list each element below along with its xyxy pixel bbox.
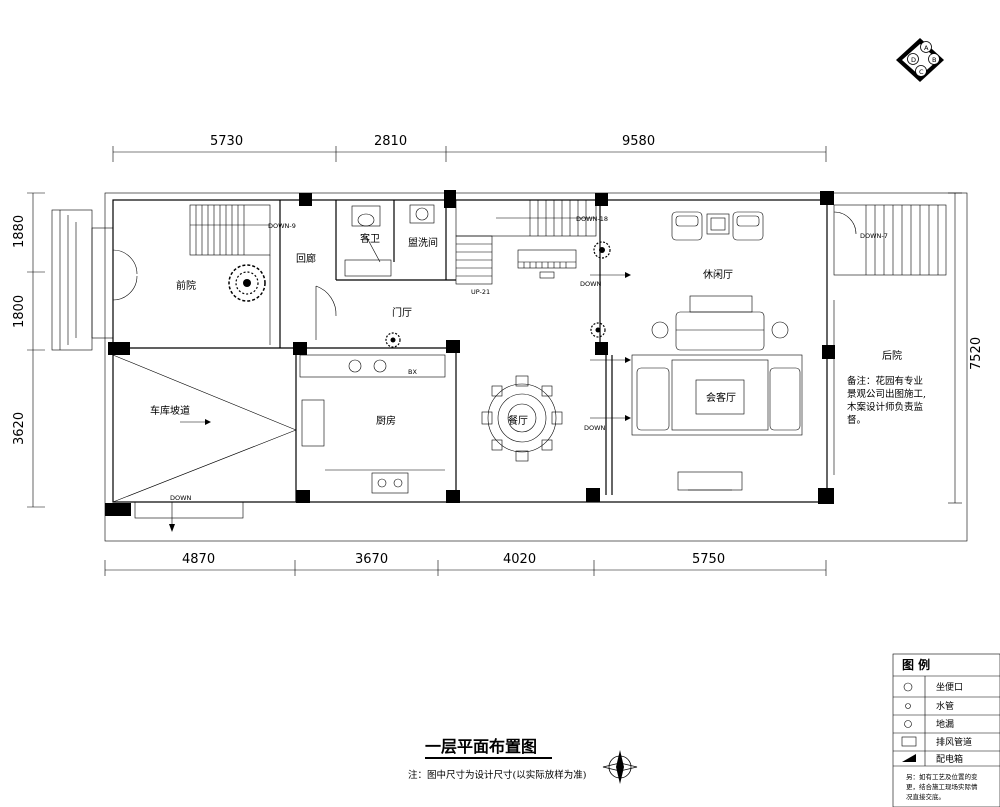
stair-label-down-c: DOWN [170,494,192,502]
legend-item-3: 地漏 [936,718,954,730]
stair-label-down9: DOWN-9 [268,222,296,230]
door-swing-corridor [315,285,337,340]
dim-left-3: 3620 [12,412,27,445]
stair-label-down7: DOWN-7 [860,232,888,240]
remark-line-3: 木案设计师负责监 [847,401,924,413]
drawing-footnote: 注：图中尺寸为设计尺寸(以实际放样为准) [408,769,586,781]
room-guest-wc: 客卫 [360,232,380,245]
plant-icon [385,241,611,348]
legend-drain-icon [904,720,912,728]
piano-icon [517,249,577,279]
dining-table [481,375,563,462]
legend-box: 图 例 坐便口 水管 地漏 排风管道 配电箱 另：如有工艺及位置的变 更，结合施… [892,653,1000,807]
legend-item-4: 排风管道 [936,736,972,748]
room-back-yard: 后院 [882,349,902,362]
legend-panel-icon [902,754,916,762]
north-arrow-icon [602,750,638,784]
legend-note-3: 况直接交底。 [906,792,945,801]
room-wash-room: 盥洗间 [408,236,438,249]
dim-right-1: 7520 [969,337,984,370]
compass-badge: A D B C [896,38,944,82]
legend-pipe-icon [905,703,911,709]
structural-columns [105,190,835,516]
room-dining: 餐厅 [508,414,528,427]
front-entry-steps [51,209,138,351]
room-corridor: 回廊 [296,252,316,265]
legend-toilet-icon [903,682,913,692]
legend-note-1: 另：如有工艺及位置的变 [906,772,978,781]
remark-line-1: 备注：花园有专业 [847,375,923,387]
dimension-top: 5730 2810 9580 [112,134,827,162]
dim-top-1: 5730 [210,134,243,149]
badge-letter-d: D [911,56,916,64]
dim-bottom-3: 4020 [503,552,536,567]
guest-wc-fixtures [344,204,435,277]
legend-vent-icon [901,736,917,747]
stair-label-down-b: DOWN [584,424,606,432]
remark-line-4: 督。 [847,414,866,426]
stair-label-up21: UP-21 [471,288,490,296]
dim-bottom-4: 5750 [692,552,725,567]
tree-icon [228,264,266,302]
room-living-room: 会客厅 [706,391,736,404]
dim-bottom-2: 3670 [355,552,388,567]
legend-note-2: 更，结合施工现场实际情 [906,782,978,791]
stair-hall: DOWN-18 UP-21 [455,199,608,296]
room-kitchen: 厨房 [376,414,396,427]
site-boundary [104,192,968,542]
badge-letter-c: C [919,68,924,76]
stair-front-yard: DOWN-9 [189,204,296,345]
kitchen-fixtures [299,354,446,494]
stair-label-down18: DOWN-18 [576,215,608,223]
remark-line-2: 景观公司出图施工, [847,388,926,400]
dim-top-3: 9580 [622,134,655,149]
garage-ramp: DOWN [112,354,297,532]
badge-letter-b: B [932,56,936,64]
badge-letter-a: A [924,44,929,52]
room-leisure-hall: 休闲厅 [703,268,733,281]
room-garage-ramp: 车库坡道 [150,404,190,417]
dimension-bottom: 4870 3670 4020 5750 [104,552,827,576]
remark-note: 备注：花园有专业 景观公司出图施工, 木案设计师负责监 督。 [847,375,926,426]
dim-top-2: 2810 [374,134,407,149]
drawing-title: 一层平面布置图 [425,737,537,756]
back-yard-steps: DOWN-7 [833,204,947,475]
room-foyer: 门厅 [392,306,412,319]
dimension-left: 1880 1800 3620 [12,192,45,508]
stair-label-down-a: DOWN [580,280,602,288]
dim-bottom-1: 4870 [182,552,215,567]
legend-item-2: 水管 [936,700,954,712]
room-front-yard: 前院 [176,279,196,292]
sofa-set [631,295,803,491]
legend-header: 图 例 [902,657,930,672]
label-bx: BX [408,368,417,376]
dim-left-2: 1800 [12,295,27,328]
leisure-chairs [671,211,764,241]
arrow-icon: DOWN DOWN [580,272,631,432]
dimension-right: 7520 [948,192,984,504]
dim-left-1: 1880 [12,215,27,248]
legend-item-1: 坐便口 [936,681,963,693]
legend-item-5: 配电箱 [936,753,963,765]
